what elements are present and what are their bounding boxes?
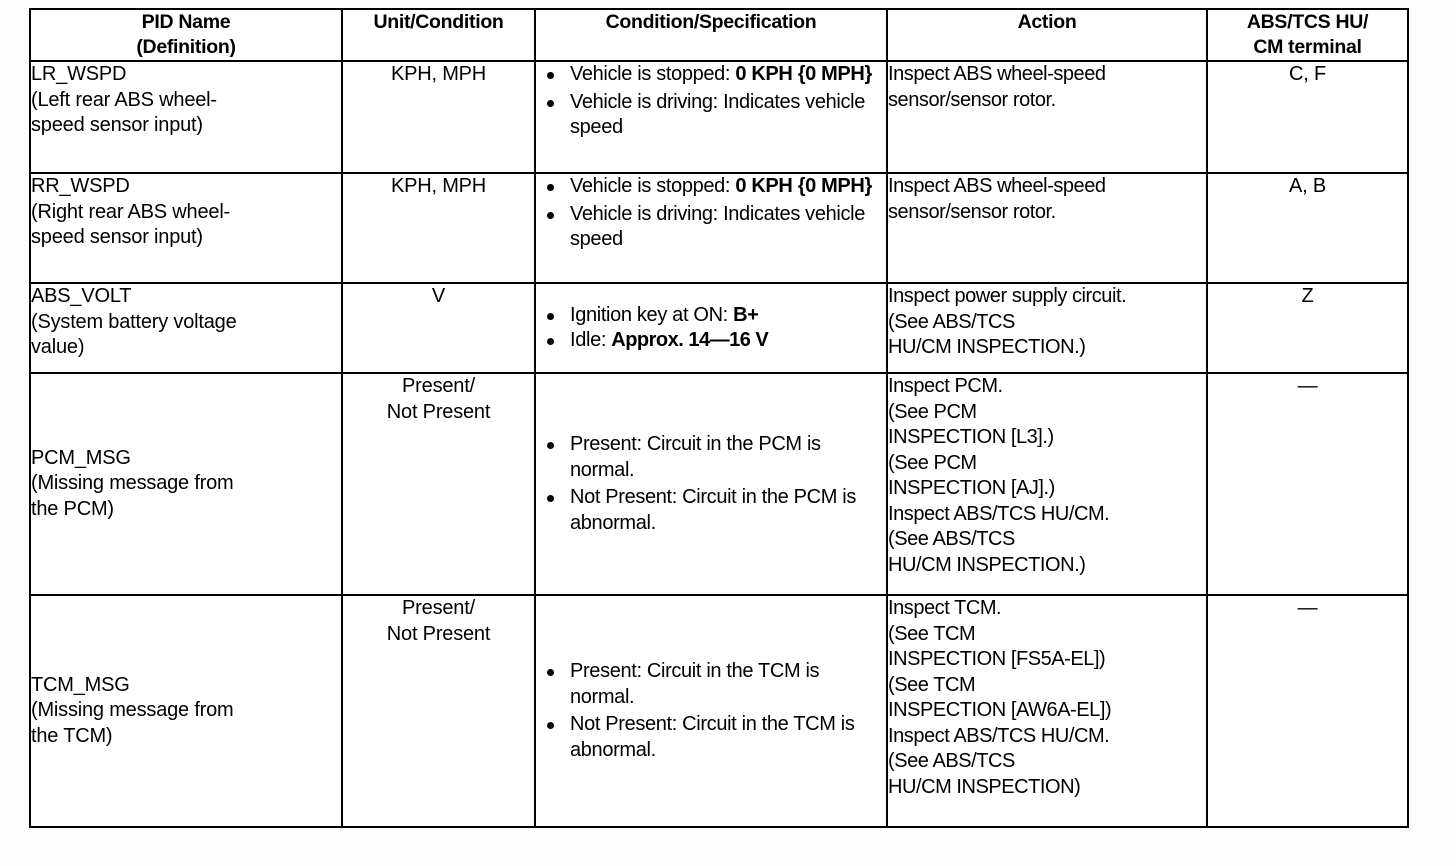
cell-terminal: — — [1206, 372, 1409, 596]
cell-condition: Vehicle is stopped: 0 KPH {0 MPH} Vehicl… — [534, 172, 888, 284]
pid-specification-table: PID Name (Definition) Unit/Condition Con… — [29, 8, 1409, 828]
cell-action: Inspect power supply circuit. (See ABS/T… — [886, 282, 1208, 374]
cell-terminal: Z — [1206, 282, 1409, 374]
cell-condition: Present: Circuit in the TCM is normal. N… — [534, 594, 888, 828]
condition-bullet-list: Vehicle is stopped: 0 KPH {0 MPH} Vehicl… — [536, 62, 886, 141]
cell-pid-name: ABS_VOLT (System battery voltage value) — [29, 282, 343, 374]
cell-pid-name: RR_WSPD (Right rear ABS wheel- speed sen… — [29, 172, 343, 284]
cell-terminal: C, F — [1206, 60, 1409, 174]
cell-action: Inspect ABS wheel-speed sensor/sensor ro… — [886, 60, 1208, 174]
table-row: LR_WSPD (Left rear ABS wheel- speed sens… — [29, 60, 1409, 174]
table-row: ABS_VOLT (System battery voltage value) … — [29, 282, 1409, 374]
condition-bullet-list: Present: Circuit in the TCM is normal. N… — [536, 659, 886, 763]
cell-action: Inspect PCM. (See PCM INSPECTION [L3].) … — [886, 372, 1208, 596]
cell-unit: Present/ Not Present — [341, 594, 536, 828]
cell-condition: Vehicle is stopped: 0 KPH {0 MPH} Vehicl… — [534, 60, 888, 174]
cell-unit: KPH, MPH — [341, 60, 536, 174]
list-item: Vehicle is stopped: 0 KPH {0 MPH} — [536, 174, 886, 200]
condition-bullet-list: Vehicle is stopped: 0 KPH {0 MPH} Vehicl… — [536, 174, 886, 253]
cell-pid-name: TCM_MSG (Missing message from the TCM) — [29, 594, 343, 828]
table-row: TCM_MSG (Missing message from the TCM) P… — [29, 594, 1409, 828]
list-item: Vehicle is driving: Indicates vehicle sp… — [536, 202, 886, 253]
column-header-unit-condition: Unit/Condition — [341, 8, 536, 62]
cell-unit: KPH, MPH — [341, 172, 536, 284]
list-item: Vehicle is stopped: 0 KPH {0 MPH} — [536, 62, 886, 88]
table-body: LR_WSPD (Left rear ABS wheel- speed sens… — [29, 60, 1409, 828]
cell-terminal: — — [1206, 594, 1409, 828]
list-item: Vehicle is driving: Indicates vehicle sp… — [536, 90, 886, 141]
table-row: PCM_MSG (Missing message from the PCM) P… — [29, 372, 1409, 596]
list-item: Not Present: Circuit in the TCM is abnor… — [536, 712, 886, 763]
cell-condition: Present: Circuit in the PCM is normal. N… — [534, 372, 888, 596]
cell-unit: Present/ Not Present — [341, 372, 536, 596]
condition-bullet-list: Ignition key at ON: B+ Idle: Approx. 14—… — [536, 303, 886, 354]
cell-pid-name: LR_WSPD (Left rear ABS wheel- speed sens… — [29, 60, 343, 174]
column-header-condition-specification: Condition/Specification — [534, 8, 888, 62]
column-header-action: Action — [886, 8, 1208, 62]
list-item: Not Present: Circuit in the PCM is abnor… — [536, 485, 886, 536]
cell-action: Inspect TCM. (See TCM INSPECTION [FS5A-E… — [886, 594, 1208, 828]
cell-action: Inspect ABS wheel-speed sensor/sensor ro… — [886, 172, 1208, 284]
list-item: Present: Circuit in the PCM is normal. — [536, 432, 886, 483]
condition-bullet-list: Present: Circuit in the PCM is normal. N… — [536, 432, 886, 536]
list-item: Idle: Approx. 14—16 V — [536, 328, 886, 354]
cell-pid-name: PCM_MSG (Missing message from the PCM) — [29, 372, 343, 596]
table-header-row: PID Name (Definition) Unit/Condition Con… — [29, 8, 1409, 62]
cell-condition: Ignition key at ON: B+ Idle: Approx. 14—… — [534, 282, 888, 374]
list-item: Ignition key at ON: B+ — [536, 303, 886, 329]
table-row: RR_WSPD (Right rear ABS wheel- speed sen… — [29, 172, 1409, 284]
cell-terminal: A, B — [1206, 172, 1409, 284]
column-header-terminal: ABS/TCS HU/ CM terminal — [1206, 8, 1409, 62]
list-item: Present: Circuit in the TCM is normal. — [536, 659, 886, 710]
cell-unit: V — [341, 282, 536, 374]
column-header-pid-name: PID Name (Definition) — [29, 8, 343, 62]
table-header: PID Name (Definition) Unit/Condition Con… — [29, 8, 1409, 62]
